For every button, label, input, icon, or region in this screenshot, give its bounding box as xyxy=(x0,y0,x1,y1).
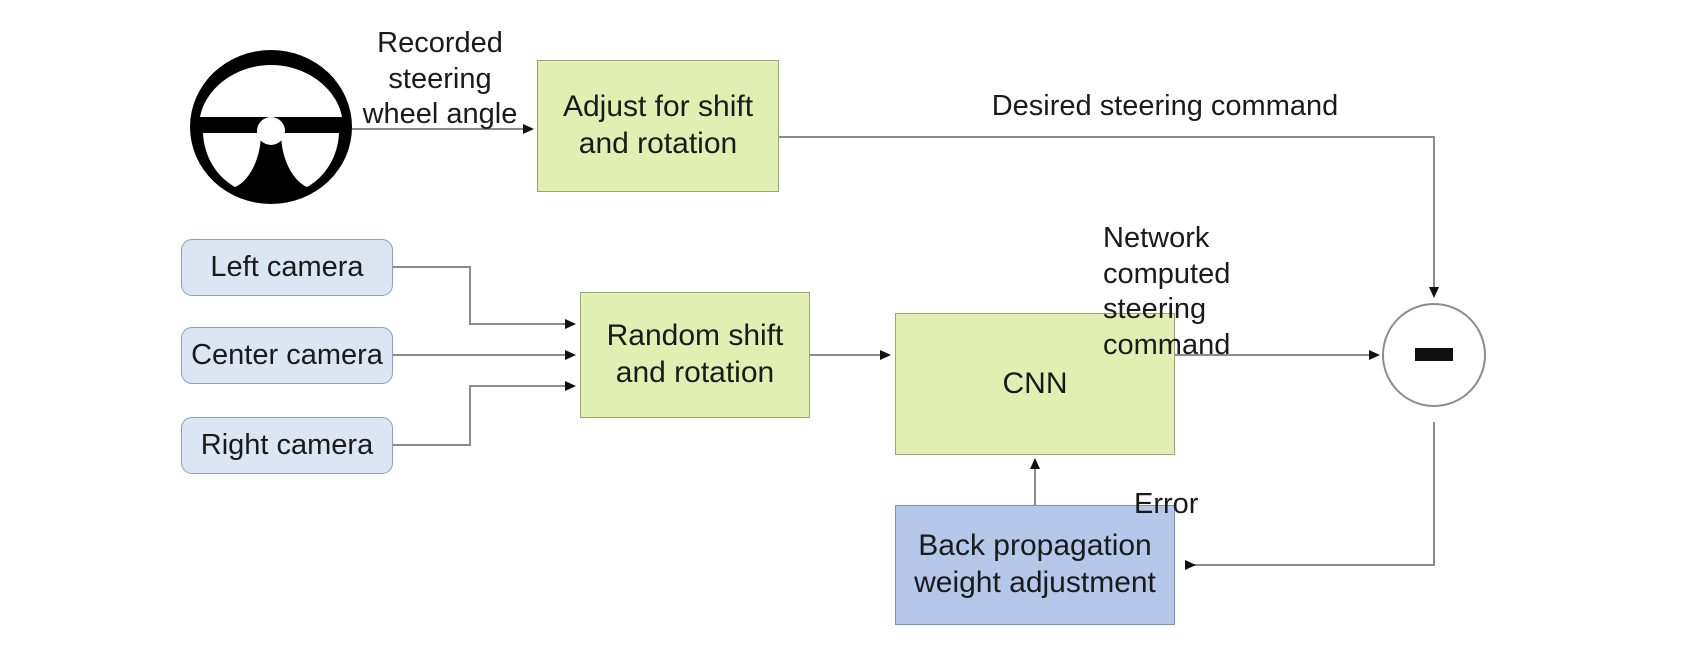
right-camera-box[interactable]: Right camera xyxy=(181,417,393,474)
center-camera-box[interactable]: Center camera xyxy=(181,327,393,384)
cnn-box[interactable]: CNN xyxy=(895,313,1175,455)
left-camera-box[interactable]: Left camera xyxy=(181,239,393,296)
edge-label-desired-steering-command: Desired steering command xyxy=(991,90,1339,122)
edge-label-error: Error xyxy=(1134,488,1199,520)
random-shift-and-rotation-box[interactable]: Random shift and rotation xyxy=(580,292,810,418)
wire-leftcam-to-random xyxy=(393,266,576,329)
minus-icon xyxy=(1415,348,1453,361)
edge-label-network-computed-steering-command: Network computed steering command xyxy=(1103,222,1231,361)
wire-rightcam-to-random xyxy=(393,381,576,446)
adjust-for-shift-and-rotation-box[interactable]: Adjust for shift and rotation xyxy=(537,60,779,192)
back-propagation-weight-adjustment-box[interactable]: Back propagation weight adjustment xyxy=(895,505,1175,625)
steering-wheel-icon xyxy=(187,47,355,207)
edge-label-recorded-steering-wheel-angle: Recorded steering wheel angle xyxy=(362,27,518,131)
